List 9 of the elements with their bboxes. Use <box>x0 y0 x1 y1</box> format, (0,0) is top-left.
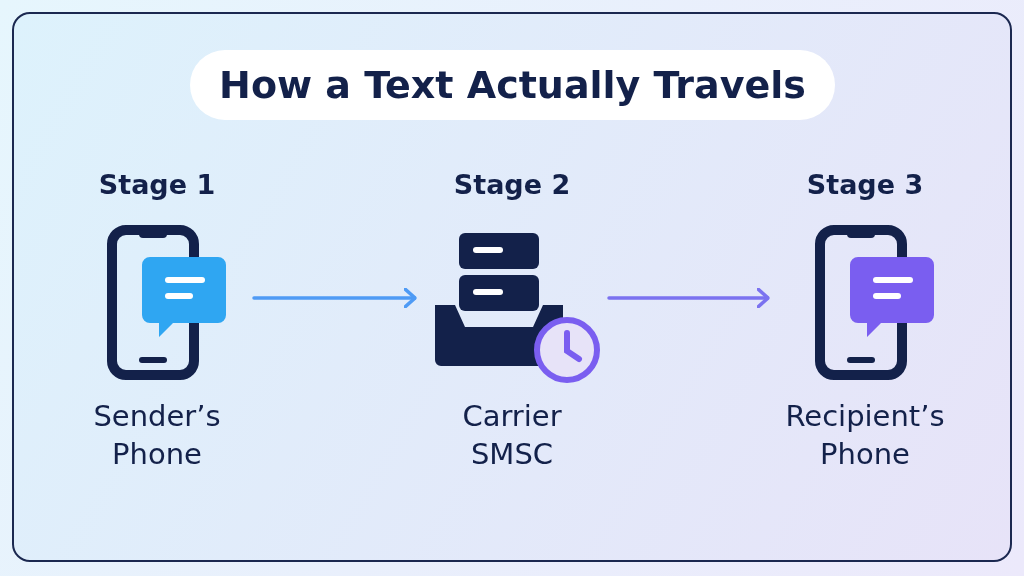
arrow <box>252 287 417 309</box>
stage-heading: Stage 1 <box>97 168 217 202</box>
node-label: Sender’s Phone <box>92 398 222 473</box>
stage-heading: Stage 2 <box>452 168 572 202</box>
stage-heading: Stage 3 <box>805 168 925 202</box>
title-banner: How a Text Actually Travels <box>190 50 835 120</box>
arrow <box>607 287 770 309</box>
node-label: Recipient’s Phone <box>784 398 946 473</box>
node-label: Carrier SMSC <box>461 398 563 473</box>
